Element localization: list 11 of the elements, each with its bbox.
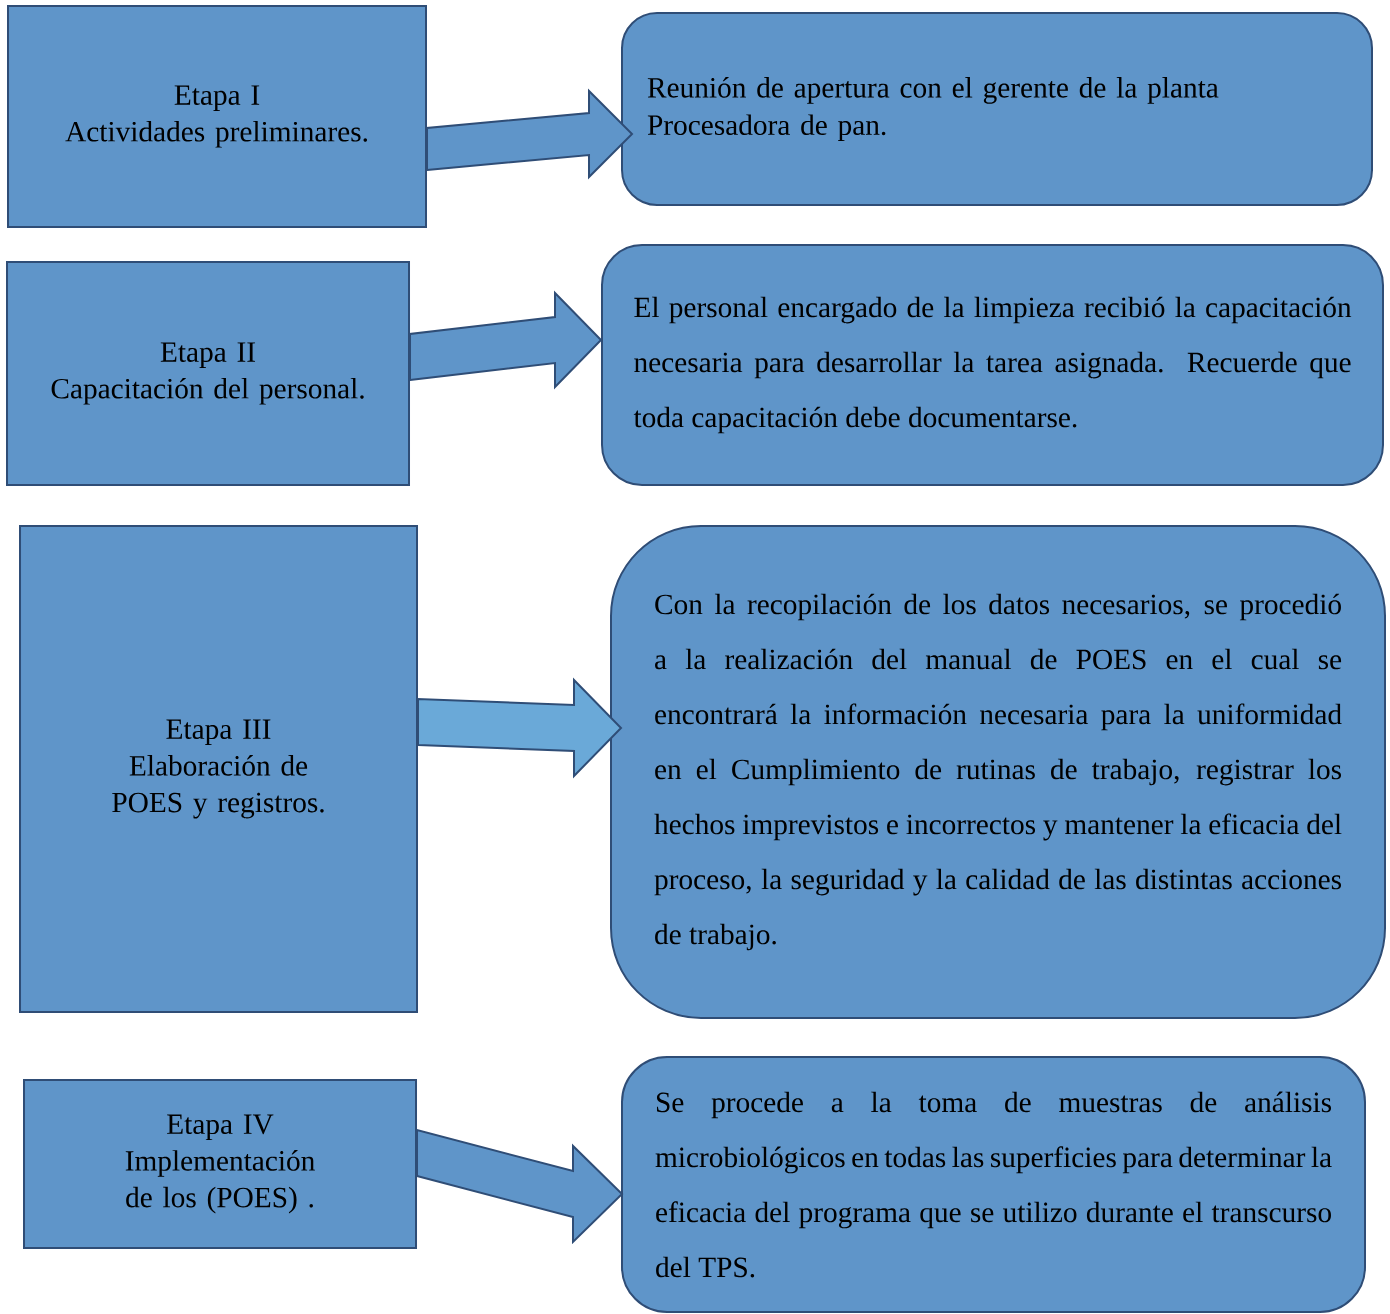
process-box: Etapa I Actividades preliminares.	[7, 5, 427, 228]
rounded-box: Con la recopilación de los datos necesarios, se procedió a la realización del manual de POES en el cual se encontrará la información necesaria para la uniformidad en el Cumplimiento de rutinas de trabajo, registrar los hechos imprevistos e incorrectos y mantener la eficacia del proceso, la seguridad y la calidad de las distintas acciones de trabajo.	[610, 525, 1386, 1019]
process-box: Etapa III Elaboración de POES y registros.	[19, 525, 418, 1013]
block-arrow	[409, 290, 603, 390]
block-arrow	[426, 88, 634, 180]
rounded-box: El personal encargado de la limpieza recibió la capacitación necesaria para desarrollar la tarea asignada. Recuerde que toda capacitación debe documentarse.	[601, 244, 1384, 486]
rounded-box: Reunión de apertura con el gerente de la planta Procesadora de pan.	[621, 12, 1373, 206]
block-arrow	[417, 677, 623, 779]
process-box: Etapa II Capacitación del personal.	[6, 261, 410, 486]
rounded-box: Se procede a la toma de muestras de análisis microbiológicos en todas las superficies para determinar la eficacia del programa que se utilizo durante el transcurso del TPS.	[621, 1056, 1366, 1313]
process-box: Etapa IV Implementación de los (POES) .	[23, 1079, 417, 1249]
